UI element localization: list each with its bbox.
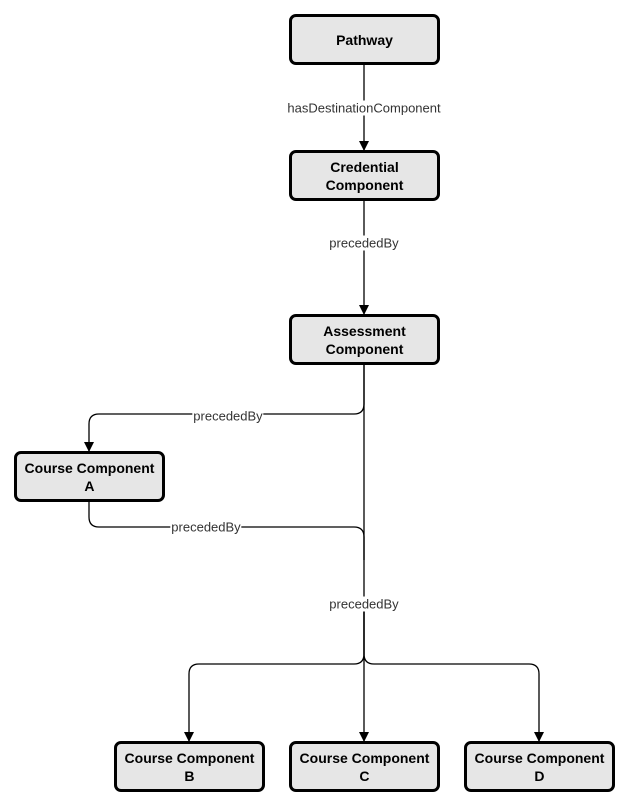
course-component-d-node[interactable]: Course Component D [464,741,615,792]
edge-assessment-to-course-d [363,600,544,742]
course-component-b-node[interactable]: Course Component B [114,741,265,792]
assessment-component-node[interactable]: Assessment Component [289,314,440,365]
edge-label-preceded-by-from-course-a: precededBy [170,519,242,535]
edge-label-has-destination-component: hasDestinationComponent [286,100,442,116]
edge-label-preceded-by-credential: precededBy [328,235,400,251]
course-component-a-node[interactable]: Course Component A [14,451,165,502]
course-component-c-node[interactable]: Course Component C [289,741,440,792]
edge-assessment-to-course-b [184,600,365,742]
pathway-node[interactable]: Pathway [289,14,440,65]
edge-label-preceded-by-courses: precededBy [328,596,400,612]
edge-label-preceded-by-course-a: precededBy [192,408,264,424]
credential-component-node[interactable]: Credential Component [289,150,440,201]
